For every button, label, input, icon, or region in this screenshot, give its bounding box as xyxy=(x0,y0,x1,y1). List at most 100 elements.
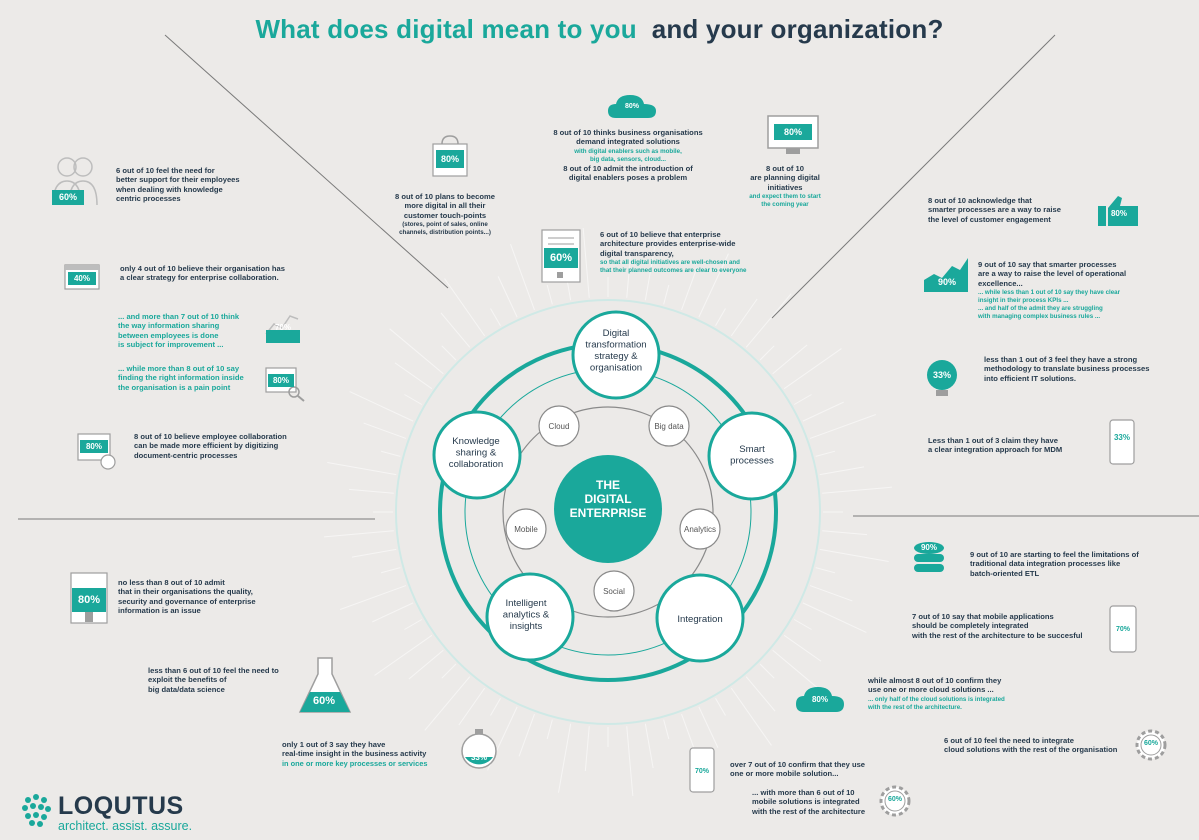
ray-line xyxy=(759,345,775,361)
ray-line xyxy=(745,676,776,712)
ray-line xyxy=(715,697,726,716)
badge-70-mobile-use: 70% xyxy=(694,768,709,775)
stat-customer-engagement: 8 out of 10 acknowledge that smarter pro… xyxy=(928,196,1061,224)
badge-80-integrated: 80% xyxy=(624,103,639,110)
ray-line xyxy=(822,530,868,536)
ray-line xyxy=(715,308,726,327)
stat-mobile-integration: 7 out of 10 say that mobile applications… xyxy=(912,612,1083,640)
page-title: What does digital mean to you and your o… xyxy=(0,14,1199,45)
stat-mobile-usage: over 7 out of 10 confirm that they use o… xyxy=(730,760,866,779)
title-part-2: and your organization? xyxy=(651,14,944,44)
badge-60-architecture: 60% xyxy=(544,248,578,268)
stat-collab-strategy: only 4 out of 10 believe their organisat… xyxy=(120,264,285,283)
divider-line xyxy=(771,34,1056,319)
badge-70-info-sharing: 70% xyxy=(274,323,291,332)
ray-line xyxy=(663,719,670,740)
ray-line xyxy=(730,298,758,337)
ray-line xyxy=(349,391,414,422)
gear-icon xyxy=(879,785,911,817)
ray-line xyxy=(497,276,518,318)
smartphone-icon xyxy=(1109,419,1135,465)
ray-line xyxy=(698,253,729,318)
badge-90-etl: 90% xyxy=(920,543,937,552)
center-circle xyxy=(554,455,662,563)
ray-line xyxy=(389,328,444,375)
logo-name: LOQUTUS xyxy=(58,792,184,820)
cloud-icon xyxy=(608,95,656,118)
tech-node-cloud: Cloud xyxy=(538,405,580,447)
pillar-integration: Integration xyxy=(655,573,745,663)
stat-data-integration: 9 out of 10 are starting to feel the lim… xyxy=(970,550,1139,578)
stopwatch-icon xyxy=(461,729,497,769)
ray-line xyxy=(546,284,553,305)
badge-40-strategy: 40% xyxy=(68,272,96,285)
tech-node-analytics: Analytics xyxy=(679,508,721,550)
badge-60-mobile-integrated: 60% xyxy=(887,796,902,803)
document-sync-icon xyxy=(77,433,116,470)
pillar-label: Integration xyxy=(677,614,722,625)
lightbulb-icon xyxy=(927,360,957,396)
tech-node-big-data: Big data xyxy=(648,405,690,447)
svg-text:Social: Social xyxy=(603,587,625,596)
badge-60-people: 60% xyxy=(52,190,84,205)
stat-touchpoints: 8 out of 10 plans to become more digital… xyxy=(394,192,495,237)
ray-line xyxy=(404,394,423,405)
center-line-2: DIGITAL xyxy=(584,492,631,506)
stat-realtime-insight: only 1 out of 3 say they have real-time … xyxy=(282,740,428,768)
stat-knowledge-support: 6 out of 10 feel the need for better sup… xyxy=(116,166,240,204)
badge-90-excellence: 90% xyxy=(937,277,956,287)
center-line-3: ENTERPRISE xyxy=(570,506,647,520)
ray-line xyxy=(822,486,892,494)
stat-document-collab: 8 out of 10 believe employee collaborati… xyxy=(134,432,287,460)
ray-line xyxy=(772,344,808,375)
ray-line xyxy=(783,348,842,390)
smartphone-icon xyxy=(689,747,715,793)
rising-chart-icon xyxy=(924,258,968,292)
ray-line xyxy=(348,488,394,494)
ray-line xyxy=(394,362,433,390)
ray-line xyxy=(558,723,572,793)
title-part-1: What does digital mean to you xyxy=(255,14,637,44)
growth-chart-icon xyxy=(265,315,300,343)
database-icon xyxy=(914,542,944,572)
stat-enterprise-architecture: 6 out of 10 believe that enterprise arch… xyxy=(600,230,747,275)
stat-findability: ... while more than 8 out of 10 say find… xyxy=(118,364,244,392)
ray-line xyxy=(802,602,867,633)
cloud-icon xyxy=(796,687,844,712)
svg-text:Big data: Big data xyxy=(654,422,684,431)
stat-big-data: less than 6 out of 10 feel the need to e… xyxy=(148,666,279,694)
tech-node-mobile: Mobile xyxy=(505,508,547,550)
ray-line xyxy=(351,548,397,558)
ray-line xyxy=(380,450,401,457)
ray-line xyxy=(626,252,632,298)
ray-line xyxy=(546,719,553,740)
logo-tagline: architect. assist. assure. xyxy=(58,819,193,833)
ray-line xyxy=(698,706,719,748)
ray-line xyxy=(490,308,501,327)
stat-cloud-usage: while almost 8 out of 10 confirm they us… xyxy=(868,676,1005,711)
badge-70-mobile-integration: 70% xyxy=(1115,626,1130,633)
ray-line xyxy=(815,450,836,457)
ray-line xyxy=(793,394,812,405)
badge-80-initiatives: 80% xyxy=(774,124,812,140)
gear-icon xyxy=(1135,729,1167,761)
badge-80-touchpoints: 80% xyxy=(436,150,464,168)
ray-line xyxy=(582,228,590,298)
badge-80-cloud: 80% xyxy=(811,695,828,704)
ray-line xyxy=(819,548,889,562)
ray-line xyxy=(490,697,501,716)
badge-33-realtime: 33% xyxy=(470,753,487,762)
badge-60-cloud-integration: 60% xyxy=(1143,740,1158,747)
svg-text:Mobile: Mobile xyxy=(514,525,538,534)
badge-80-collaboration: 80% xyxy=(80,440,108,453)
ray-line xyxy=(730,687,772,746)
ray-line xyxy=(440,312,471,348)
divider-line xyxy=(164,34,449,289)
stat-mdm: Less than 1 out of 3 claim they have a c… xyxy=(928,436,1063,455)
ray-line xyxy=(363,422,407,439)
smartphone-icon xyxy=(1109,605,1137,653)
